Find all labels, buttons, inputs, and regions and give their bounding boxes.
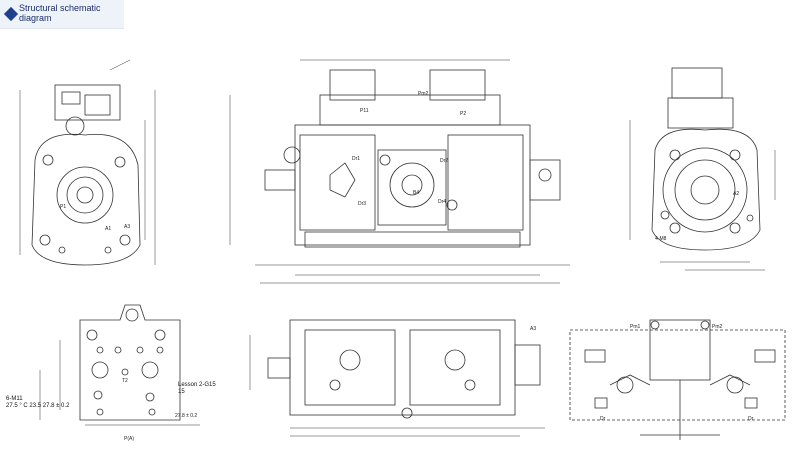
port-label-dimension: 27.8 ± 0.2 <box>175 413 197 419</box>
side-label-pm2: Pm2 <box>418 91 429 97</box>
side-view: P11 Pm2 Dr1 Dr2 Dr3 P2 Dr4 B4 <box>229 59 570 284</box>
front-label-p1: P1 <box>60 204 66 210</box>
port-label-pa: P(A) <box>124 436 134 442</box>
schematic-label-dr-left: Dr <box>600 416 606 422</box>
dimension-note-left: 6-M11 27.5 ° C 23.5 27.8 ± 0.2 <box>6 396 70 409</box>
port-detail-view: T2 P(A) 27.8 ± 0.2 <box>39 304 200 442</box>
side-label-dr3: Dr3 <box>358 201 366 207</box>
schematic-label-pm1: Pm1 <box>630 324 641 330</box>
schematic-label-dr-right: Dr <box>748 416 754 422</box>
side-label-dr2: Dr2 <box>440 158 448 164</box>
side-label-b4: B4 <box>413 190 419 196</box>
top-label-a3: A3 <box>530 326 536 332</box>
diagram-title: Structural schematic diagram <box>19 3 101 23</box>
port-label-t2: T2 <box>122 378 128 384</box>
side-label-p2: P2 <box>460 111 466 117</box>
top-view: A3 <box>249 319 545 437</box>
rear-label-4m8: 4-M8 <box>655 236 667 242</box>
diagram-header: Structural schematic diagram <box>0 0 124 29</box>
hydraulic-schematic: Pm1 Pm2 Dr Dr <box>569 319 786 440</box>
schematic-label-pm2: Pm2 <box>712 324 723 330</box>
front-view: P1 A1 A3 <box>19 59 156 266</box>
rear-label-a2: A2 <box>733 191 739 197</box>
side-label-dr1: Dr1 <box>352 156 360 162</box>
side-label-p11: P11 <box>360 108 369 114</box>
front-label-a3: A3 <box>124 224 130 230</box>
dimension-note-lesson: Lesson 2-G15 15 <box>178 382 216 395</box>
rear-view: A2 4-M8 <box>629 67 776 271</box>
front-label-a1: A1 <box>105 226 111 232</box>
side-label-dr4: Dr4 <box>438 199 446 205</box>
